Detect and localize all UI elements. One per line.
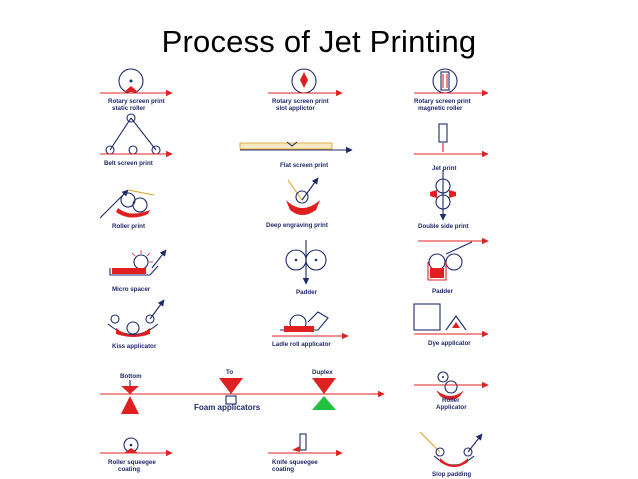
foam-duplex-label: Duplex <box>312 369 333 376</box>
roller-applicator-figure <box>414 371 489 400</box>
deep-engraving-label: Deep engraving print <box>266 222 328 229</box>
rotary-magnetic-label-1: Rotary screen print <box>414 98 471 105</box>
kiss-applicator-figure <box>107 299 165 337</box>
foam-bottom-label: Bottom <box>120 373 142 380</box>
rotary-static-roller-figure <box>100 68 173 97</box>
slop-padding-label: Slop padding <box>432 471 471 478</box>
rotary-magnetic-roller-figure <box>414 68 489 97</box>
roller-applicator-label-2: Applicator <box>436 404 467 411</box>
padder-middle-figure <box>285 240 327 285</box>
knife-squeegee-label-2: coating <box>272 466 294 473</box>
roller-applicator-label-1: Roller <box>442 397 460 404</box>
padder-right-figure <box>427 241 473 281</box>
roller-print-figure <box>99 189 155 219</box>
double-side-label: Double side print <box>418 223 469 230</box>
rotary-magnetic-label-2: magnetic roller <box>418 105 463 112</box>
rotary-static-label-2: static roller <box>112 105 146 112</box>
kiss-applicator-label: Kiss applicator <box>112 343 157 350</box>
rotary-slot-label-1: Rotary screen print <box>272 98 329 105</box>
padder-right-label: Padder <box>432 288 454 295</box>
roller-squeegee-figure <box>100 437 173 457</box>
ladle-roll-label: Ladle roll applicator <box>272 341 331 348</box>
knife-squeegee-figure <box>268 433 343 457</box>
micro-spacer-figure <box>109 249 167 276</box>
roller-squeegee-label-1: Roller squeegee <box>108 459 156 466</box>
micro-spacer-label: Micro spacer <box>112 286 151 293</box>
knife-squeegee-label-1: Knife squeegee <box>272 459 318 466</box>
belt-screen-label: Belt screen print <box>104 160 153 167</box>
jet-print-label: Jet print <box>432 165 456 172</box>
page-title: Process of Jet Printing <box>161 24 477 59</box>
rotary-slot-applicator-figure <box>268 68 343 97</box>
belt-screen-print-figure <box>100 113 173 158</box>
roller-print-label: Roller print <box>112 223 145 230</box>
foam-applicators-label: Foam applicators <box>194 403 261 412</box>
padder-middle-label: Padder <box>296 289 318 296</box>
foam-applicators-figure <box>100 378 385 414</box>
roller-squeegee-label-2: coating <box>118 466 140 473</box>
jet-print-figure <box>414 123 489 158</box>
flat-screen-print-figure <box>239 141 353 154</box>
ladle-roll-figure <box>272 311 349 340</box>
flat-screen-label: Flat screen print <box>280 162 328 169</box>
rotary-static-label-1: Rotary screen print <box>108 98 165 105</box>
dye-applicator-figure <box>413 303 489 338</box>
double-side-print-figure <box>430 170 456 221</box>
slop-padding-figure <box>419 431 483 467</box>
dye-applicator-label: Dye applicator <box>428 340 471 347</box>
rotary-slot-label-2: slot applictor <box>276 105 315 112</box>
deep-engraving-figure <box>286 177 320 215</box>
foam-to-label: To <box>226 369 233 376</box>
